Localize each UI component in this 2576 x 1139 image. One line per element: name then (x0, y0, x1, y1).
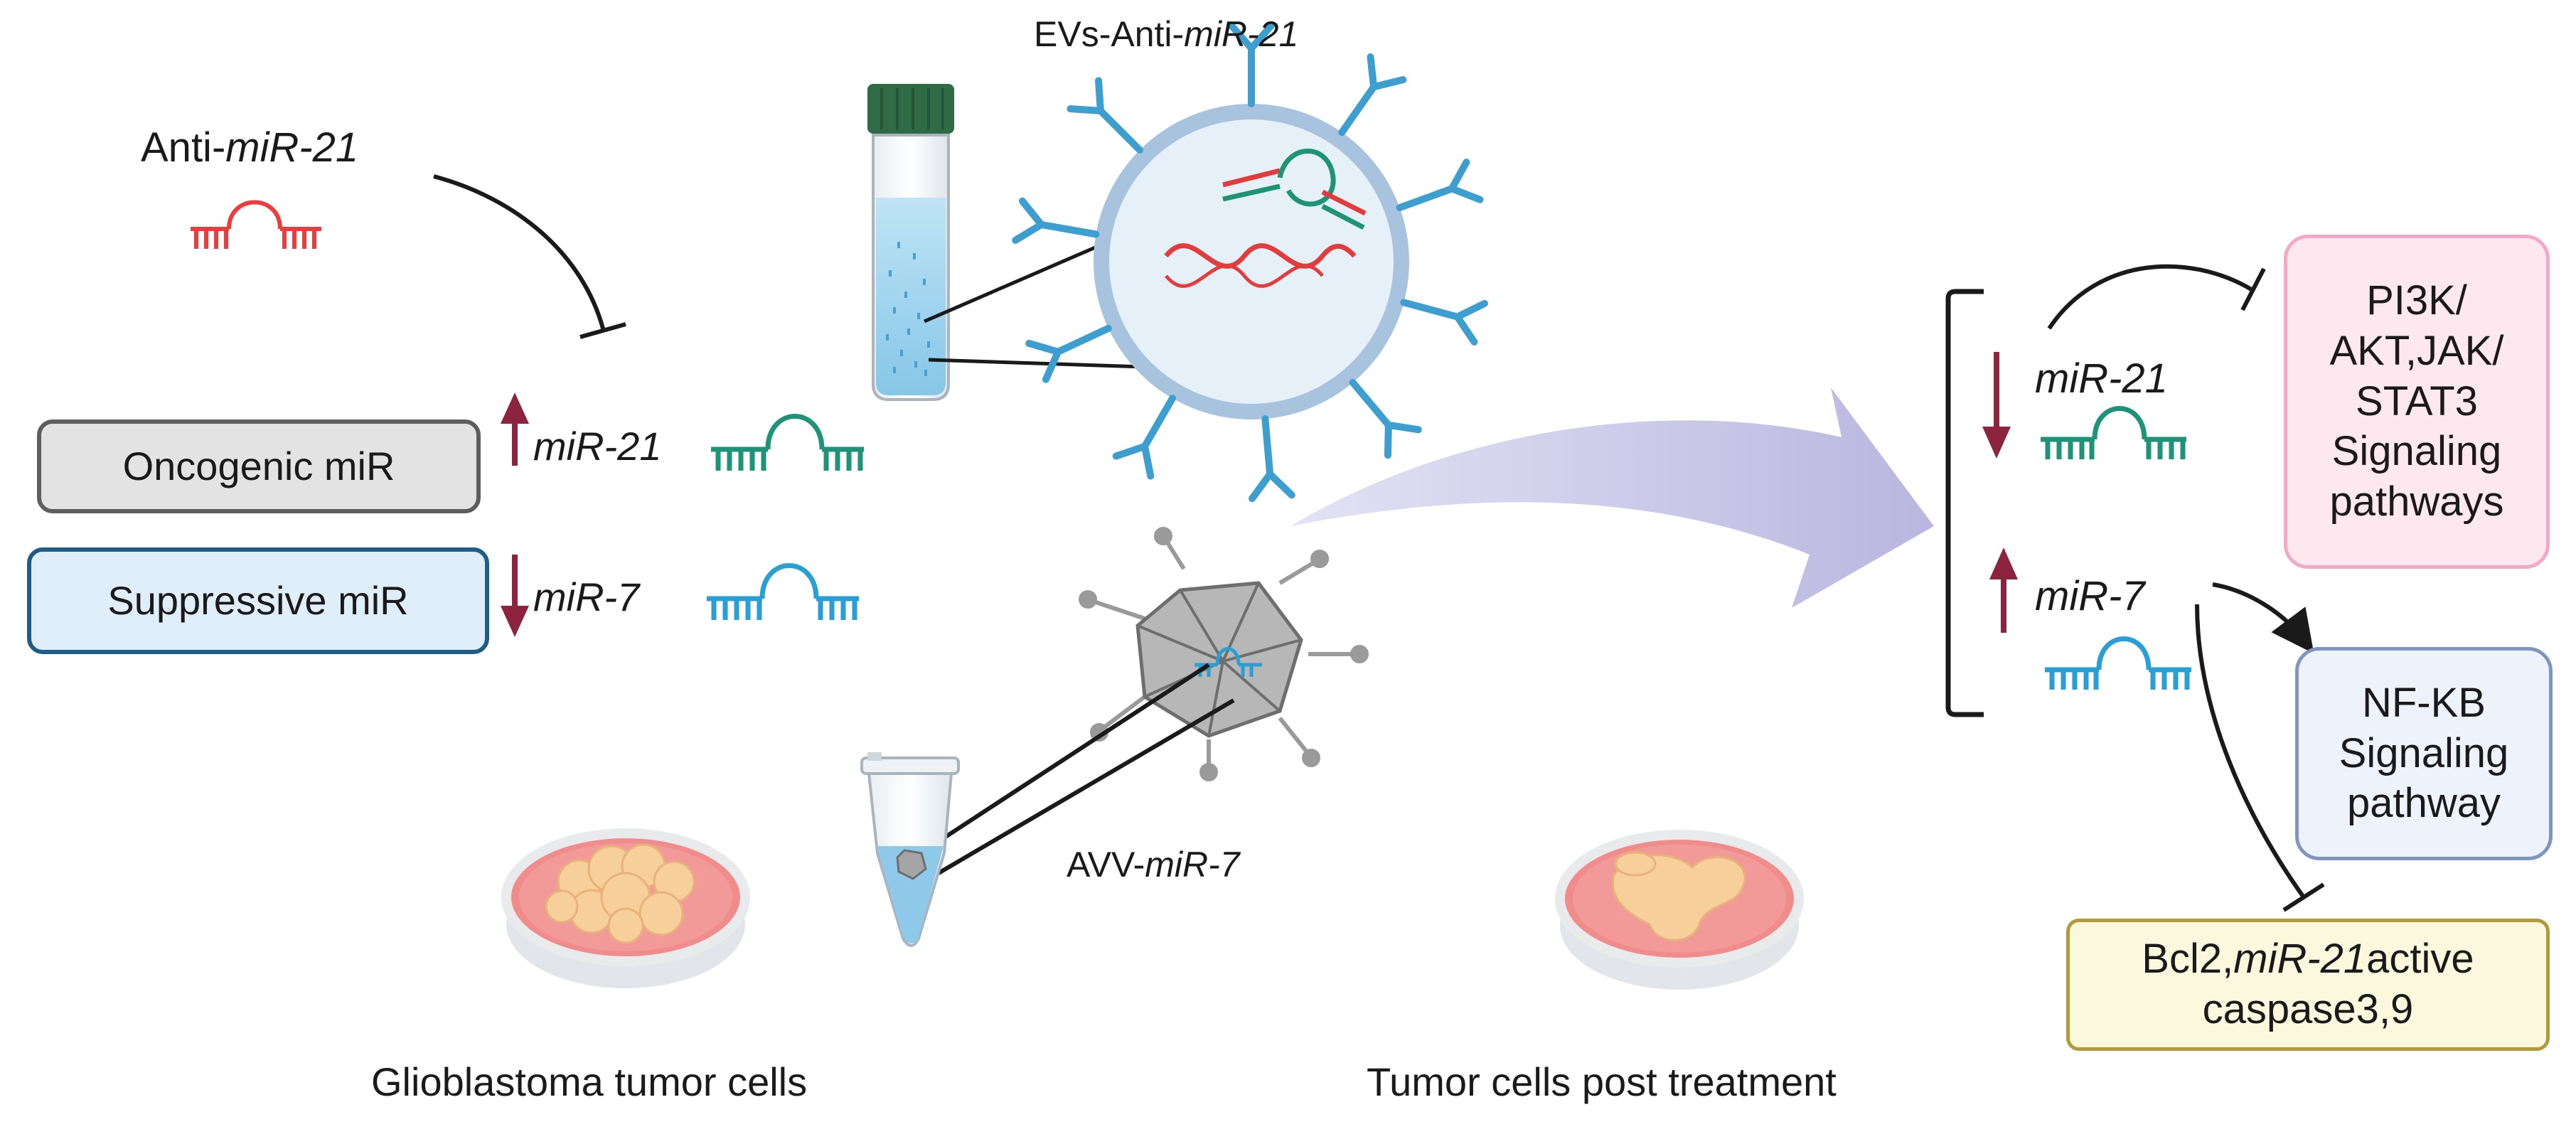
mir21-hairpin-left-icon (711, 414, 864, 471)
mir21-right-label: miR-21 (2035, 355, 2168, 402)
bcl2-caspase-box: Bcl2,miR-21active caspase3,9 (2066, 919, 2550, 1051)
nfkb-signaling-box: NF-KB Signaling pathway (2295, 647, 2553, 860)
inhibition-curve-anti-mir21 (433, 174, 626, 339)
mir7-hairpin-left-icon (707, 563, 859, 620)
up-arrow-mir7-right-icon (1989, 547, 2018, 633)
post-treatment-caption: Tumor cells post treatment (1367, 1059, 1837, 1104)
oncogenic-mir-box: Oncogenic miR (37, 419, 481, 513)
down-arrow-mir21-right-icon (1982, 352, 2011, 459)
activation-curve-mir7-nfkb (2212, 582, 2314, 654)
extracellular-vesicle-icon (1012, 22, 1488, 503)
nfkb-box-text: NF-KB Signaling pathway (2339, 679, 2509, 827)
up-arrow-mir21-left-icon (501, 392, 529, 466)
suppressive-mir-box: Suppressive miR (27, 547, 489, 654)
pi3k-akt-jak-stat3-box: PI3K/ AKT,JAK/ STAT3 Signaling pathways (2284, 235, 2550, 569)
anti-mir21-label: Anti-miR-21 (141, 124, 359, 171)
aav-zoom-lines (930, 663, 1235, 875)
treatment-big-arrow (1290, 387, 1934, 608)
inhibition-curve-mir7-bcl2 (2195, 604, 2325, 912)
petri-dish-glioblastoma-icon (501, 828, 750, 988)
evs-anti-mir21-label: EVs-Anti-miR-21 (1034, 14, 1299, 54)
inhibition-curve-mir21-pi3k (2047, 264, 2266, 330)
avv-mir7-label: AVV-miR-7 (1067, 845, 1240, 884)
mir21-hairpin-right-icon (2041, 406, 2186, 459)
mir7-left-label: miR-7 (533, 574, 640, 619)
aav-capsid-icon (1079, 527, 1369, 781)
right-panel-bracket (1945, 289, 1984, 717)
bcl2-box-text: Bcl2,miR-21active caspase3,9 (2142, 936, 2474, 1032)
eppendorf-tube-icon (860, 752, 960, 947)
mir7-hairpin-right-icon (2045, 636, 2191, 690)
mir21-left-label: miR-21 (533, 424, 662, 469)
glioblastoma-caption: Glioblastoma tumor cells (371, 1059, 808, 1104)
pi3k-box-text: PI3K/ AKT,JAK/ STAT3 Signaling pathways (2329, 277, 2504, 525)
ev-zoom-lines (924, 232, 1144, 369)
ev-test-tube-icon (867, 84, 954, 401)
mir7-right-label: miR-7 (2035, 573, 2145, 619)
anti-mir21-hairpin-icon (191, 200, 321, 249)
down-arrow-mir7-left-icon (501, 555, 529, 637)
petri-dish-post-treatment-icon (1555, 830, 1804, 990)
